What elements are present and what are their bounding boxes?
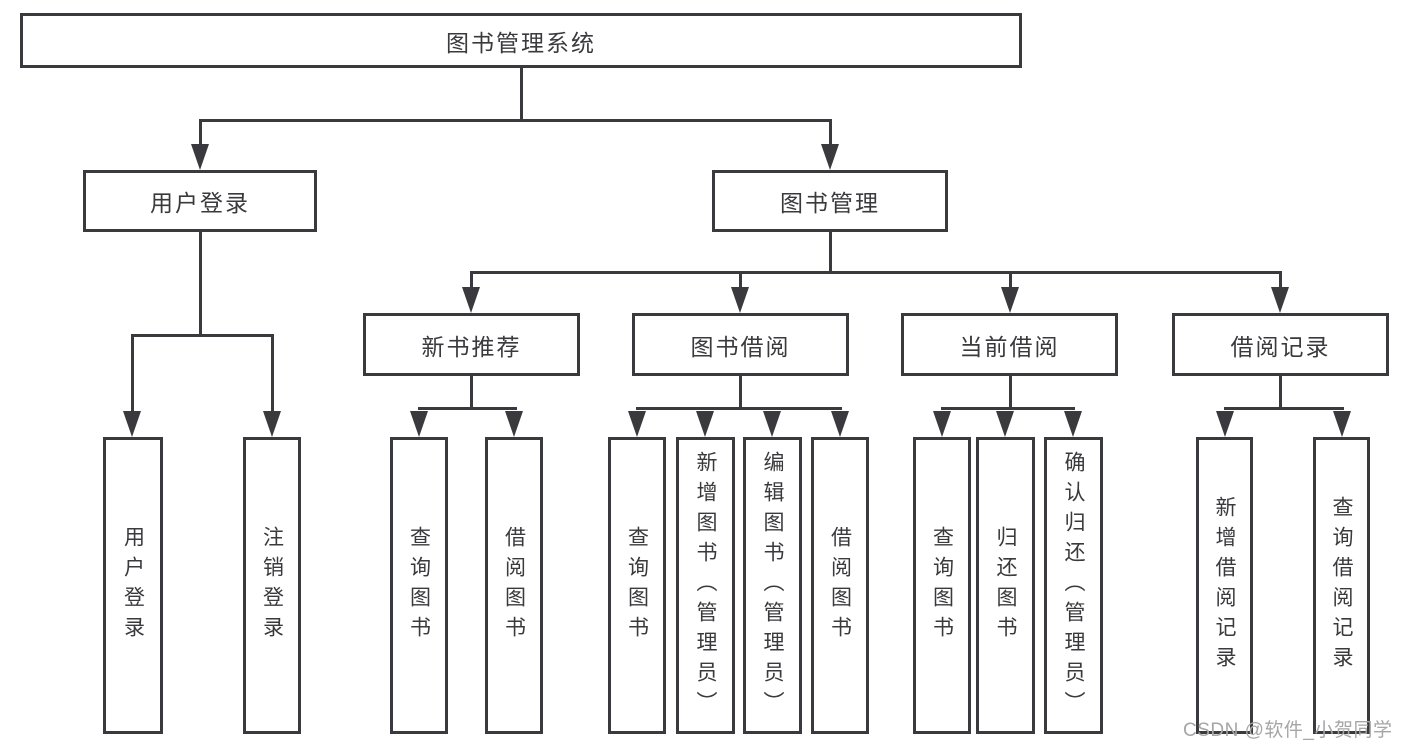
node-root: 图书管理系统 bbox=[20, 13, 1022, 68]
leaf-borrow-query-book-label: 查询图书 bbox=[625, 525, 649, 646]
arrowhead-icon bbox=[821, 144, 839, 170]
arrowhead-icon bbox=[1001, 287, 1019, 313]
connector-current-drop bbox=[1009, 274, 1012, 287]
leaf-borrow-add-book-admin: 新增图书（管理员） bbox=[676, 437, 735, 734]
connector-manage-split bbox=[470, 271, 1282, 274]
node-new-book-recommend-label: 新书推荐 bbox=[421, 333, 522, 360]
node-borrow-records: 借阅记录 bbox=[1172, 313, 1389, 376]
leaf-logout: 注销登录 bbox=[243, 437, 301, 734]
arrowhead-icon bbox=[996, 411, 1014, 437]
csdn-watermark: CSDN @软件_小贺同学 bbox=[1183, 720, 1393, 741]
connector-login-stem bbox=[199, 232, 202, 335]
leaf-records-add-record-label: 新增借阅记录 bbox=[1213, 495, 1236, 676]
arrowhead-icon bbox=[763, 411, 781, 437]
arrowhead-icon bbox=[123, 411, 141, 437]
connector-root-stem bbox=[520, 68, 523, 119]
connector-current-split bbox=[941, 407, 1075, 410]
node-user-login-label: 用户登录 bbox=[150, 190, 250, 216]
leaf-borrow-edit-book-admin-label: 编辑图书（管理员） bbox=[761, 450, 784, 721]
leaf-current-query-book-label: 查询图书 bbox=[930, 525, 954, 646]
connector-recommend-drop bbox=[470, 274, 473, 287]
leaf-current-query-book: 查询图书 bbox=[913, 437, 971, 734]
connector-login-leaf1-drop bbox=[131, 337, 134, 411]
leaf-current-return-book-label: 归还图书 bbox=[994, 525, 1017, 646]
leaf-current-return-book: 归还图书 bbox=[976, 437, 1035, 734]
connector-recommend-split bbox=[418, 407, 517, 410]
connector-borrow-drop bbox=[739, 274, 742, 287]
arrowhead-icon bbox=[191, 144, 209, 170]
node-book-borrow: 图书借阅 bbox=[632, 313, 849, 376]
leaf-records-query-record-label: 查询借阅记录 bbox=[1330, 495, 1353, 676]
connector-borrow-split bbox=[636, 407, 842, 410]
arrowhead-icon bbox=[628, 411, 646, 437]
connector-root-split bbox=[199, 119, 832, 122]
leaf-borrow-query-book: 查询图书 bbox=[608, 437, 666, 734]
leaf-user-login-label: 用户登录 bbox=[121, 525, 145, 646]
arrowhead-icon bbox=[831, 411, 849, 437]
leaf-recommend-query-book: 查询图书 bbox=[390, 437, 448, 734]
leaf-current-confirm-return-admin-label: 确认归还（管理员） bbox=[1062, 450, 1085, 721]
arrowhead-icon bbox=[933, 411, 951, 437]
arrowhead-icon bbox=[1064, 411, 1082, 437]
leaf-recommend-borrow-book: 借阅图书 bbox=[485, 437, 543, 734]
leaf-user-login: 用户登录 bbox=[103, 437, 163, 734]
leaf-borrow-add-book-admin-label: 新增图书（管理员） bbox=[694, 450, 717, 721]
node-borrow-records-label: 借阅记录 bbox=[1230, 333, 1331, 360]
arrowhead-icon bbox=[410, 411, 428, 437]
connector-manage-drop bbox=[829, 122, 832, 145]
leaf-borrow-borrow-book: 借阅图书 bbox=[811, 437, 869, 734]
node-book-manage-label: 图书管理 bbox=[780, 190, 880, 216]
connector-login-drop bbox=[199, 122, 202, 145]
connector-login-leaf2-drop bbox=[271, 337, 274, 411]
leaf-logout-label: 注销登录 bbox=[260, 525, 284, 646]
arrowhead-icon bbox=[505, 411, 523, 437]
arrowhead-icon bbox=[1216, 411, 1234, 437]
leaf-borrow-borrow-book-label: 借阅图书 bbox=[828, 525, 852, 646]
node-book-borrow-label: 图书借阅 bbox=[690, 333, 791, 360]
connector-manage-stem bbox=[829, 232, 832, 272]
connector-recommend-stem bbox=[470, 376, 473, 408]
leaf-recommend-query-book-label: 查询图书 bbox=[407, 525, 431, 646]
leaf-current-confirm-return-admin: 确认归还（管理员） bbox=[1044, 437, 1103, 734]
connector-records-drop bbox=[1279, 274, 1282, 287]
arrowhead-icon bbox=[731, 287, 749, 313]
node-book-manage: 图书管理 bbox=[712, 170, 948, 232]
arrowhead-icon bbox=[696, 411, 714, 437]
connector-login-split bbox=[131, 334, 274, 337]
node-user-login: 用户登录 bbox=[83, 170, 317, 232]
leaf-records-add-record: 新增借阅记录 bbox=[1196, 437, 1253, 734]
node-root-label: 图书管理系统 bbox=[446, 29, 596, 56]
arrowhead-icon bbox=[1271, 287, 1289, 313]
node-current-borrow: 当前借阅 bbox=[901, 313, 1118, 376]
connector-records-stem bbox=[1279, 376, 1282, 408]
arrowhead-icon bbox=[462, 287, 480, 313]
arrowhead-icon bbox=[1333, 411, 1351, 437]
node-current-borrow-label: 当前借阅 bbox=[959, 333, 1060, 360]
connector-records-split bbox=[1224, 407, 1344, 410]
leaf-borrow-edit-book-admin: 编辑图书（管理员） bbox=[743, 437, 802, 734]
connector-current-stem bbox=[1009, 376, 1012, 408]
node-new-book-recommend: 新书推荐 bbox=[363, 313, 580, 376]
arrowhead-icon bbox=[263, 411, 281, 437]
leaf-recommend-borrow-book-label: 借阅图书 bbox=[502, 525, 526, 646]
leaf-records-query-record: 查询借阅记录 bbox=[1313, 437, 1370, 734]
connector-borrow-stem bbox=[739, 376, 742, 408]
